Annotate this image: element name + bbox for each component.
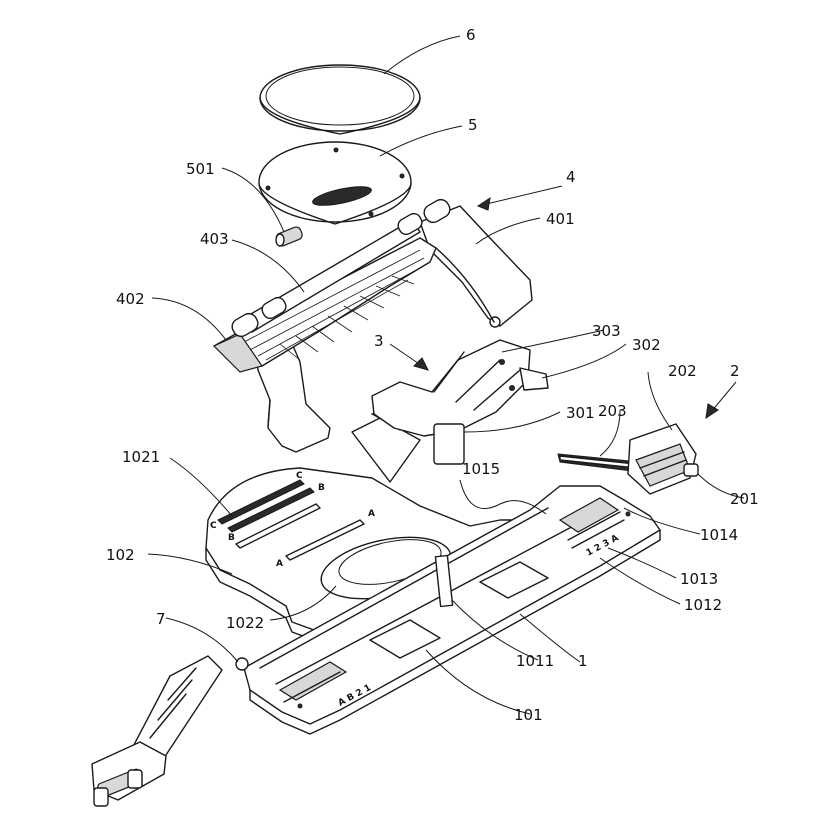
label-5: 5 <box>468 116 478 134</box>
label-101: 101 <box>514 706 543 724</box>
part-2-clamp <box>557 423 699 495</box>
part-6-top-disc <box>259 64 421 135</box>
reference-labels: 6 5 501 4 403 401 402 3 303 302 301 2 20… <box>106 26 759 724</box>
label-102: 102 <box>106 546 135 564</box>
leader-lines <box>147 35 745 715</box>
part-3-seat-block <box>351 339 549 483</box>
label-2: 2 <box>730 362 740 380</box>
label-302: 302 <box>632 336 661 354</box>
label-202: 202 <box>668 362 697 380</box>
label-1014: 1014 <box>700 526 738 544</box>
label-1013: 1013 <box>680 570 718 588</box>
label-1: 1 <box>578 652 588 670</box>
label-1021: 1021 <box>122 448 160 466</box>
marking-plate-a-bottom: A <box>276 559 283 569</box>
label-4: 4 <box>566 168 576 186</box>
part-5-slotted-plate <box>258 141 412 225</box>
marking-plate-b-top: B <box>318 483 325 493</box>
label-402: 402 <box>116 290 145 308</box>
label-3: 3 <box>374 332 384 350</box>
label-403: 403 <box>200 230 229 248</box>
marking-plate-c-left: C <box>210 521 217 531</box>
label-1012: 1012 <box>684 596 722 614</box>
part-4-net-frame <box>212 198 533 453</box>
part-501-pin <box>275 226 303 247</box>
label-1022: 1022 <box>226 614 264 632</box>
label-6: 6 <box>466 26 476 44</box>
label-501: 501 <box>186 160 215 178</box>
label-1015: 1015 <box>462 460 500 478</box>
marking-plate-c-top: C <box>296 471 303 481</box>
part-1-base <box>205 467 661 735</box>
label-301: 301 <box>566 404 595 422</box>
label-1011: 1011 <box>516 652 554 670</box>
marking-plate-a-right: A <box>368 509 375 519</box>
label-201: 201 <box>730 490 759 508</box>
strap-assembly <box>91 655 223 807</box>
label-401: 401 <box>546 210 575 228</box>
label-7: 7 <box>156 610 166 628</box>
label-203: 203 <box>598 402 627 420</box>
label-303: 303 <box>592 322 621 340</box>
marking-plate-b-left: B <box>228 533 235 543</box>
